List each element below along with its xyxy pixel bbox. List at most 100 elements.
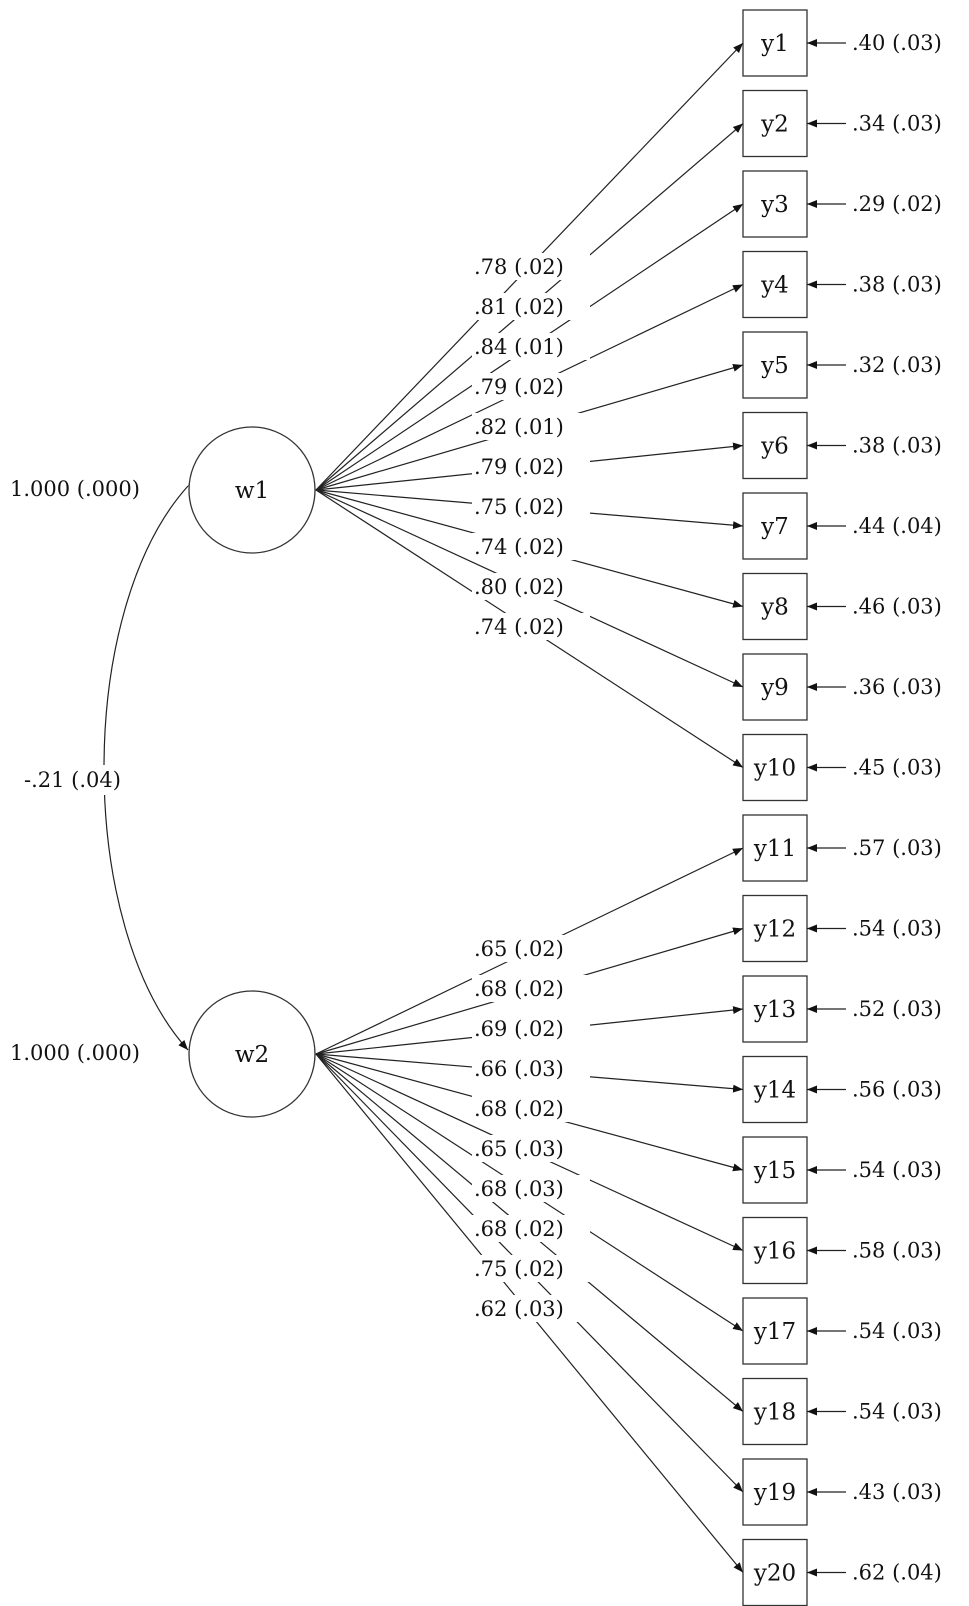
indicator-boxes: y1 y2 y3 y4 y5 y6 y7 y8 y9 y10 y11 y12 y13 y14 y15 y16 y… (742, 9, 808, 1606)
error-terms: .40 (.03) .34 (.03) .29 (.02) .38 (.03) .32 … (807, 31, 942, 1585)
indicator-label-y16: y16 (753, 1239, 796, 1265)
indicator-box-y8 (742, 572, 808, 641)
error-label-y9: .36 (.03) (852, 675, 942, 699)
factor-node-w2: w2 (188, 990, 316, 1118)
loading-label-bg (472, 573, 590, 600)
indicator-box-y19 (742, 1458, 808, 1526)
loading-label-bg (472, 533, 590, 560)
factor-node-w1: w1 (188, 426, 316, 554)
loading-label-bg (472, 975, 590, 1002)
loading-label-y18: .68 (.02) (474, 1217, 564, 1241)
loading-label-bg (472, 935, 590, 962)
loading-label-y20: .62 (.03) (474, 1297, 564, 1321)
loading-label-bg (472, 253, 590, 280)
error-label-y1: .40 (.03) (852, 31, 942, 55)
indicator-label-y19: y19 (753, 1480, 796, 1506)
loading-label-y5: .82 (.01) (474, 415, 564, 439)
indicator-label-y6: y6 (760, 434, 789, 460)
error-label-y5: .32 (.03) (852, 353, 942, 377)
indicator-label-y3: y3 (760, 192, 789, 218)
indicator-label-y14: y14 (753, 1078, 796, 1104)
error-label-y2: .34 (.03) (852, 112, 942, 136)
error-label-y4: .38 (.03) (852, 273, 942, 297)
indicator-box-y18 (742, 1377, 808, 1446)
loading-label-y15: .68 (.02) (474, 1097, 564, 1121)
loading-label-bg (472, 1095, 590, 1122)
loading-label-y19: .75 (.02) (474, 1257, 564, 1281)
loading-label-bg (472, 1295, 590, 1322)
covariance-label: -.21 (.04) (24, 768, 121, 792)
loading-label-y10: .74 (.02) (474, 615, 564, 639)
loading-label-bg (472, 333, 590, 360)
loading-label-bg (472, 373, 590, 400)
variance-label-w2: 1.000 (.000) (10, 1041, 140, 1065)
error-label-y20: .62 (.04) (852, 1561, 942, 1585)
error-label-y8: .46 (.03) (852, 595, 942, 619)
indicator-box-y2 (742, 89, 808, 158)
loading-label-y13: .69 (.02) (474, 1017, 564, 1041)
error-label-y12: .54 (.03) (852, 917, 942, 941)
loading-label-y7: .75 (.02) (474, 495, 564, 519)
indicator-label-y18: y18 (753, 1400, 796, 1426)
loading-label-y3: .84 (.01) (474, 335, 564, 359)
indicator-label-y17: y17 (753, 1319, 796, 1345)
indicator-box-y11 (742, 814, 808, 882)
error-label-y13: .52 (.03) (852, 997, 942, 1021)
indicator-box-y3 (742, 170, 808, 238)
loading-label-y6: .79 (.02) (474, 455, 564, 479)
indicator-box-y20 (742, 1538, 808, 1606)
error-label-y10: .45 (.03) (852, 756, 942, 780)
loading-label-y16: .65 (.03) (474, 1137, 564, 1161)
loading-label-y2: .81 (.02) (474, 295, 564, 319)
error-label-y7: .44 (.04) (852, 514, 942, 538)
indicator-box-y12 (742, 894, 808, 963)
loading-label-bg (472, 1135, 590, 1162)
error-label-y19: .43 (.03) (852, 1480, 942, 1504)
indicator-label-y9: y9 (760, 675, 789, 701)
loading-label-bg (472, 1255, 590, 1282)
indicator-box-y14 (742, 1055, 808, 1124)
indicator-label-y5: y5 (760, 353, 789, 379)
covariance-label-bg (24, 765, 146, 795)
loading-labels: .78 (.02) .81 (.02) .84 (.01) .79 (.02) .82 … (472, 253, 590, 1322)
indicator-box-y9 (742, 653, 808, 721)
indicator-label-y10: y10 (753, 756, 796, 782)
indicator-box-y15 (742, 1136, 808, 1204)
indicator-label-y15: y15 (753, 1158, 796, 1184)
error-label-y17: .54 (.03) (852, 1319, 942, 1343)
error-label-y11: .57 (.03) (852, 836, 942, 860)
loading-label-bg (472, 413, 590, 440)
loading-label-bg (472, 1215, 590, 1242)
loading-label-y12: .68 (.02) (474, 977, 564, 1001)
error-label-y18: .54 (.03) (852, 1400, 942, 1424)
indicator-box-y4 (742, 250, 808, 319)
loading-label-bg (472, 293, 590, 320)
loading-label-y17: .68 (.03) (474, 1177, 564, 1201)
error-label-y3: .29 (.02) (852, 192, 942, 216)
factor-label-w2: w2 (235, 1042, 269, 1068)
error-label-y6: .38 (.03) (852, 434, 942, 458)
indicator-label-y20: y20 (753, 1561, 796, 1587)
loading-label-bg (472, 453, 590, 480)
loading-label-y1: .78 (.02) (474, 255, 564, 279)
indicator-label-y11: y11 (753, 836, 796, 862)
variance-label-w1: 1.000 (.000) (10, 477, 140, 501)
indicator-box-y13 (742, 975, 808, 1043)
indicator-label-y12: y12 (753, 917, 796, 943)
factor-label-w1: w1 (235, 478, 269, 504)
loading-label-bg (472, 1175, 590, 1202)
indicator-label-y8: y8 (760, 595, 789, 621)
loading-label-bg (472, 1015, 590, 1042)
loading-label-bg (472, 1055, 590, 1082)
error-label-y15: .54 (.03) (852, 1158, 942, 1182)
loading-label-bg (472, 493, 590, 520)
error-label-y14: .56 (.03) (852, 1078, 942, 1102)
indicator-label-y4: y4 (760, 273, 789, 299)
indicator-label-y13: y13 (753, 997, 796, 1023)
loading-label-y4: .79 (.02) (474, 375, 564, 399)
indicator-box-y17 (742, 1297, 808, 1365)
indicator-label-y1: y1 (760, 31, 789, 57)
indicator-label-y2: y2 (760, 112, 789, 138)
indicator-label-y7: y7 (760, 514, 789, 540)
